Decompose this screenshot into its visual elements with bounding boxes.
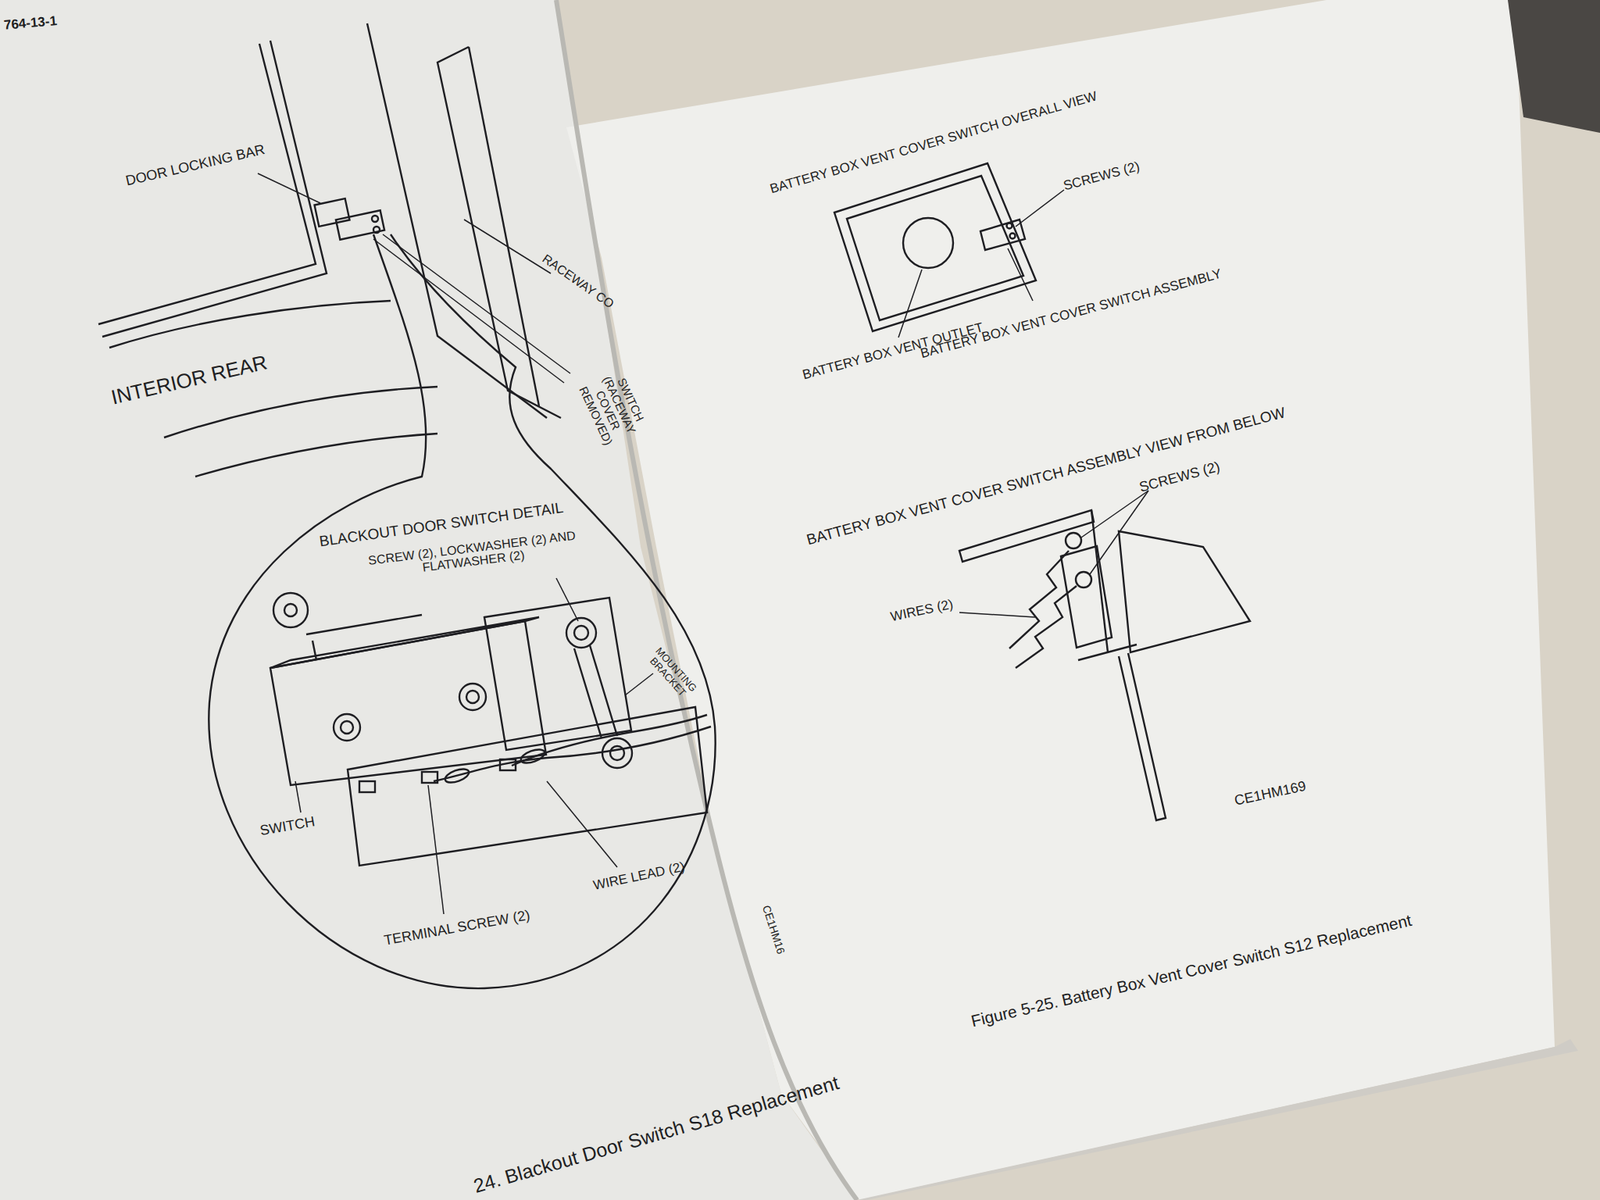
- bottom-plate: [347, 707, 708, 866]
- bracket-gusset: [1118, 531, 1250, 653]
- right-page: [566, 0, 1555, 1200]
- bracket: [959, 510, 1094, 562]
- part-label: SWITCH (RACEWAY COVER REMOVED): [574, 363, 652, 453]
- part-label: TERMINAL SCREW (2): [382, 907, 532, 949]
- roller: [284, 603, 297, 617]
- nut: [566, 617, 597, 648]
- screw: [1065, 532, 1082, 549]
- interior-line: [109, 300, 391, 348]
- leader-line: [1007, 248, 1033, 301]
- bracket-slot: [574, 645, 618, 739]
- leader-line: [1081, 490, 1149, 538]
- view-label: INTERIOR REAR: [109, 350, 270, 408]
- leader-line: [625, 673, 654, 696]
- vent-outlet: [903, 217, 954, 268]
- leader-line: [898, 269, 922, 338]
- nut: [602, 738, 633, 768]
- bracket: [1091, 510, 1108, 653]
- page-number: 764-13-1: [3, 14, 58, 33]
- door-frame: [98, 43, 316, 325]
- nut: [574, 625, 589, 640]
- screw: [373, 226, 380, 233]
- line-art: [98, 23, 1250, 989]
- part-label: SWITCH: [258, 814, 316, 839]
- page-edges: [857, 1039, 1579, 1200]
- screw: [1007, 223, 1013, 229]
- figure-caption: Figure 5-25. Battery Box Vent Cover Swit…: [969, 911, 1414, 1031]
- part-label: WIRES (2): [889, 597, 954, 625]
- nut: [333, 714, 361, 741]
- leader-line: [464, 219, 551, 274]
- vent-cover: [846, 175, 1024, 321]
- nut: [459, 683, 486, 711]
- leader-line: [1015, 189, 1065, 227]
- leader-line: [556, 578, 579, 622]
- view-title: BATTERY BOX VENT COVER SWITCH OVERALL VI…: [768, 89, 1100, 197]
- wire-sleeve: [519, 746, 547, 766]
- part-label: MOUNTING BRACKET: [635, 634, 709, 714]
- wire: [511, 714, 708, 766]
- figure-caption: 24. Blackout Door Switch S18 Replacement: [471, 1071, 842, 1197]
- terminal: [359, 781, 375, 793]
- wire: [433, 726, 711, 782]
- mounting-bracket: [484, 597, 632, 750]
- part-label: BATTERY BOX VENT COVER SWITCH ASSEMBLY: [918, 267, 1223, 362]
- leader-line: [257, 173, 321, 204]
- wire: [1015, 585, 1077, 668]
- leader-line: [546, 781, 618, 868]
- leader-line: [428, 785, 444, 915]
- part-label: DOOR LOCKING BAR: [124, 142, 267, 190]
- book-cover: [1507, 0, 1600, 133]
- switch-body: [270, 621, 547, 786]
- detail-outline: [208, 234, 715, 989]
- leader-lines: [257, 173, 1149, 915]
- switch-body: [1060, 546, 1112, 648]
- nut: [466, 690, 479, 704]
- interior-line: [195, 433, 438, 477]
- raceway: [367, 23, 547, 418]
- door-switch: [335, 210, 385, 240]
- raceway: [468, 46, 540, 407]
- interior-line: [164, 386, 438, 438]
- leader-line: [295, 781, 301, 813]
- leader-line: [1089, 490, 1149, 575]
- leader-line: [382, 234, 571, 374]
- actuator-stem: [312, 640, 317, 661]
- part-label: SCREWS (2): [1137, 459, 1222, 496]
- roller: [273, 592, 308, 628]
- leader-line: [959, 612, 1036, 618]
- nut: [340, 721, 354, 734]
- screw: [371, 215, 379, 222]
- view-title: BATTERY BOX VENT COVER SWITCH ASSEMBLY V…: [804, 404, 1287, 549]
- screw: [1010, 233, 1016, 240]
- figure-code: CE1HM16: [760, 903, 787, 956]
- screw: [1075, 571, 1092, 588]
- raceway: [437, 46, 561, 418]
- actuator-lever: [306, 614, 422, 635]
- actuator-rod: [1118, 653, 1166, 821]
- vent-cover: [834, 163, 1036, 332]
- leader-line: [373, 239, 565, 383]
- bracket: [1078, 644, 1137, 661]
- switch-body: [270, 617, 540, 668]
- figure-code: CE1HM169: [1232, 778, 1308, 809]
- part-label: SCREWS (2): [1061, 159, 1141, 194]
- part-label: WIRE LEAD (2): [592, 860, 686, 894]
- part-label: RACEWAY CO: [539, 251, 617, 311]
- wire-sleeve: [443, 766, 472, 786]
